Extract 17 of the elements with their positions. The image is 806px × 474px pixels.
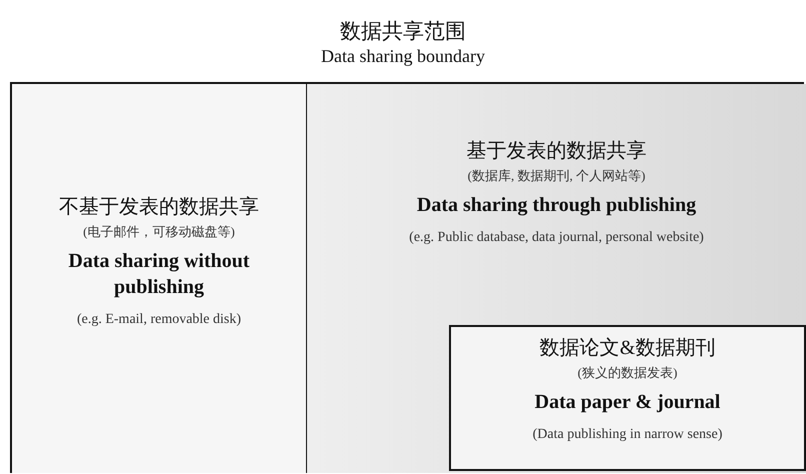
category-examples-english: (e.g. E-mail, removable disk) — [76, 311, 242, 329]
category-examples: (数据库, 数据期刊, 个人网站等) — [466, 167, 646, 185]
category-heading: 基于发表的数据共享 — [466, 139, 648, 164]
category-heading: 不基于发表的数据共享 — [58, 195, 260, 220]
category-heading: 数据论文&数据期刊 — [538, 336, 716, 361]
boundary-title: 数据共享范围 — [339, 18, 467, 44]
category-heading-english: Data sharing through publishing — [416, 193, 698, 218]
category-examples-english: (Data publishing in narrow sense) — [532, 426, 724, 444]
subcategory-box — [449, 325, 806, 471]
category-heading-english: Data sharing without publishing — [67, 249, 251, 300]
category-panel — [12, 84, 308, 473]
category-heading-english: Data paper & journal — [534, 390, 722, 415]
category-examples: (电子邮件，可移动磁盘等) — [82, 223, 236, 241]
category-examples-english: (e.g. Public database, data journal, personal website) — [408, 229, 705, 247]
category-panel — [307, 84, 806, 473]
category-examples: (狭义的数据发表) — [576, 364, 678, 382]
boundary-subtitle: Data sharing boundary — [320, 45, 486, 68]
